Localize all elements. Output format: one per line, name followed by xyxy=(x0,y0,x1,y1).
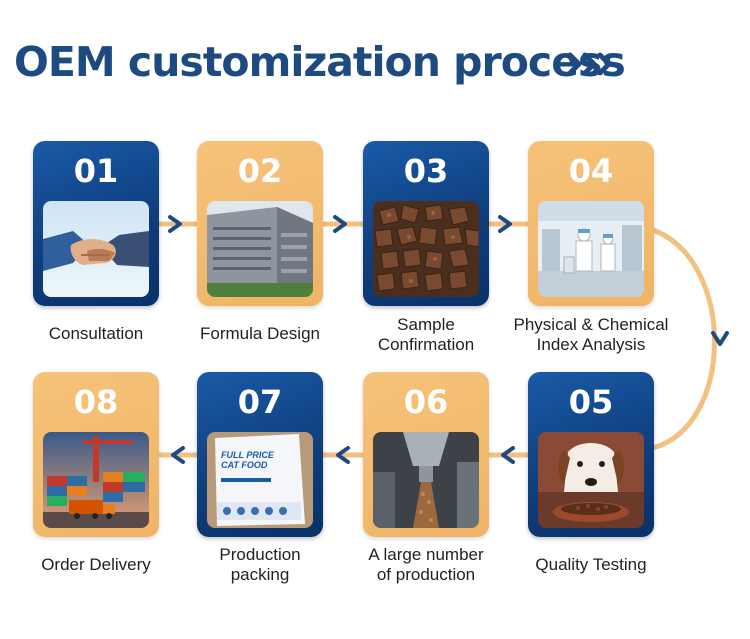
arrow-left-icon xyxy=(171,446,185,464)
handshake-photo xyxy=(43,201,149,297)
step-number: 03 xyxy=(403,152,449,190)
step-label-07: Production packing xyxy=(219,545,301,584)
package-text: FULL PRICE CAT FOOD xyxy=(221,450,274,470)
pet-kibble-photo xyxy=(373,201,479,297)
factory-building-photo xyxy=(207,201,313,297)
step-card-04: 04 xyxy=(528,141,654,306)
step-card-08: 08 xyxy=(33,372,159,537)
dog-eating-photo xyxy=(538,432,644,528)
cat-food-bag-photo: FULL PRICE CAT FOOD xyxy=(207,432,313,528)
step-number: 01 xyxy=(73,152,119,190)
arrow-left-icon xyxy=(501,446,515,464)
step-number: 07 xyxy=(237,383,283,421)
step-label-05: Quality Testing xyxy=(535,555,647,574)
step-number: 05 xyxy=(568,383,614,421)
arrow-right-icon xyxy=(168,215,182,233)
step-card-03: 03 xyxy=(363,141,489,306)
page-title: OEM customization process xyxy=(14,38,626,86)
laboratory-photo xyxy=(538,201,644,297)
arrow-right-icon xyxy=(498,215,512,233)
arrow-left-icon xyxy=(336,446,350,464)
step-label-03: Sample Confirmation xyxy=(377,315,475,354)
step-number: 02 xyxy=(237,152,283,190)
step-card-05: 05 xyxy=(528,372,654,537)
step-card-07: 07 FULL PRICE CAT FOOD xyxy=(197,372,323,537)
step-number: 06 xyxy=(403,383,449,421)
step-label-02: Formula Design xyxy=(200,324,320,343)
step-number: 08 xyxy=(73,383,119,421)
kibble-machine-photo xyxy=(373,432,479,528)
arrow-right-icon xyxy=(333,215,347,233)
connector-curve-4-5 xyxy=(652,227,717,451)
step-label-06: A large number of production xyxy=(368,545,484,584)
step-label-01: Consultation xyxy=(48,324,144,343)
step-card-01: 01 xyxy=(33,141,159,306)
container-port-photo xyxy=(43,432,149,528)
step-label-04: Physical & Chemical Index Analysis xyxy=(513,315,669,354)
arrow-down-icon xyxy=(711,331,729,346)
step-card-02: 02 xyxy=(197,141,323,306)
step-number: 04 xyxy=(568,152,614,190)
step-label-08: Order Delivery xyxy=(41,555,151,574)
chevrons-right-icon xyxy=(567,52,612,76)
step-card-06: 06 xyxy=(363,372,489,537)
